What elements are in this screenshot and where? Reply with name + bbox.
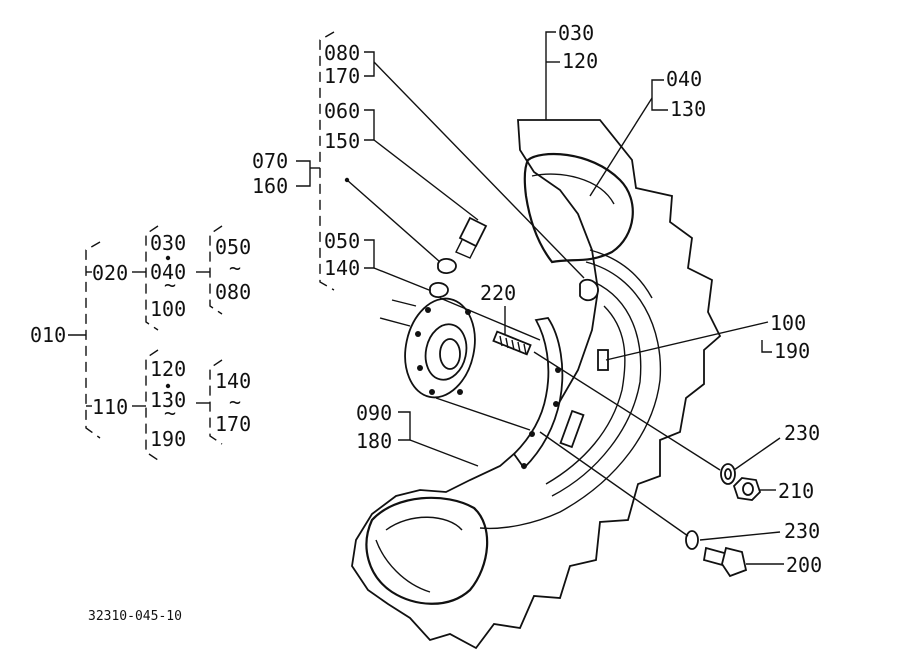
wheel-assembly: 220 bbox=[351, 119, 762, 650]
figure-code: 32310-045-10 bbox=[88, 609, 182, 624]
callout-080a: 080 bbox=[215, 280, 251, 304]
callout-170b: 170 bbox=[324, 64, 360, 88]
callout-230b: 230 bbox=[784, 519, 820, 543]
callout-170a: 170 bbox=[215, 412, 251, 436]
callout-190b: 190 bbox=[774, 339, 810, 363]
callout-180: 180 bbox=[356, 429, 392, 453]
callout-140b: 140 bbox=[324, 256, 360, 280]
callout-150: 150 bbox=[324, 129, 360, 153]
tire-tread bbox=[351, 119, 722, 650]
valve-nut bbox=[579, 278, 599, 302]
callout-160: 160 bbox=[252, 174, 288, 198]
callout-210: 210 bbox=[778, 479, 814, 503]
stud-bolt bbox=[492, 330, 721, 471]
callout-110: 110 bbox=[92, 395, 128, 419]
callout-220: 220 bbox=[480, 281, 516, 305]
svg-text:~: ~ bbox=[164, 273, 176, 297]
bullet-dot bbox=[165, 255, 171, 261]
callout-070: 070 bbox=[252, 149, 288, 173]
svg-text:~: ~ bbox=[229, 256, 241, 280]
callout-040b: 040 bbox=[666, 67, 702, 91]
bullet-dot bbox=[165, 383, 171, 389]
svg-text:~: ~ bbox=[164, 401, 176, 425]
callout-230a: 230 bbox=[784, 421, 820, 445]
callout-050b: 050 bbox=[324, 229, 360, 253]
callout-080b: 080 bbox=[324, 41, 360, 65]
callout-090: 090 bbox=[356, 401, 392, 425]
callout-010: 010 bbox=[30, 323, 66, 347]
wheel-hub bbox=[379, 297, 541, 431]
tire-tube bbox=[523, 152, 634, 264]
rim-slot bbox=[559, 409, 585, 449]
callout-040a: 040 bbox=[150, 260, 186, 284]
callout-100b: 100 bbox=[770, 311, 806, 335]
callout-030b: 030 bbox=[558, 21, 594, 45]
callout-100a: 100 bbox=[150, 297, 186, 321]
callout-140a: 140 bbox=[215, 369, 251, 393]
valve-stem bbox=[429, 216, 488, 298]
assembly-tree: 010 020 030 040 ~ 100 050 ~ 080 110 120 … bbox=[30, 225, 251, 461]
callout-060: 060 bbox=[324, 99, 360, 123]
callout-120b: 120 bbox=[562, 49, 598, 73]
callout-030a: 030 bbox=[150, 231, 186, 255]
hardware-group: 070 160 080 170 060 150 050 140 bbox=[252, 31, 585, 293]
callout-050a: 050 bbox=[215, 235, 251, 259]
callout-130b: 130 bbox=[670, 97, 706, 121]
callout-200: 200 bbox=[786, 553, 822, 577]
nut-washer-upper bbox=[720, 463, 762, 501]
callout-190a: 190 bbox=[150, 427, 186, 451]
right-callouts: 030 120 040 130 100 190 090 180 230 210 … bbox=[356, 21, 822, 577]
callout-130a: 130 bbox=[150, 388, 186, 412]
svg-text:~: ~ bbox=[229, 390, 241, 414]
bolt-lower bbox=[539, 431, 748, 578]
callout-020: 020 bbox=[92, 261, 128, 285]
callout-120a: 120 bbox=[150, 357, 186, 381]
